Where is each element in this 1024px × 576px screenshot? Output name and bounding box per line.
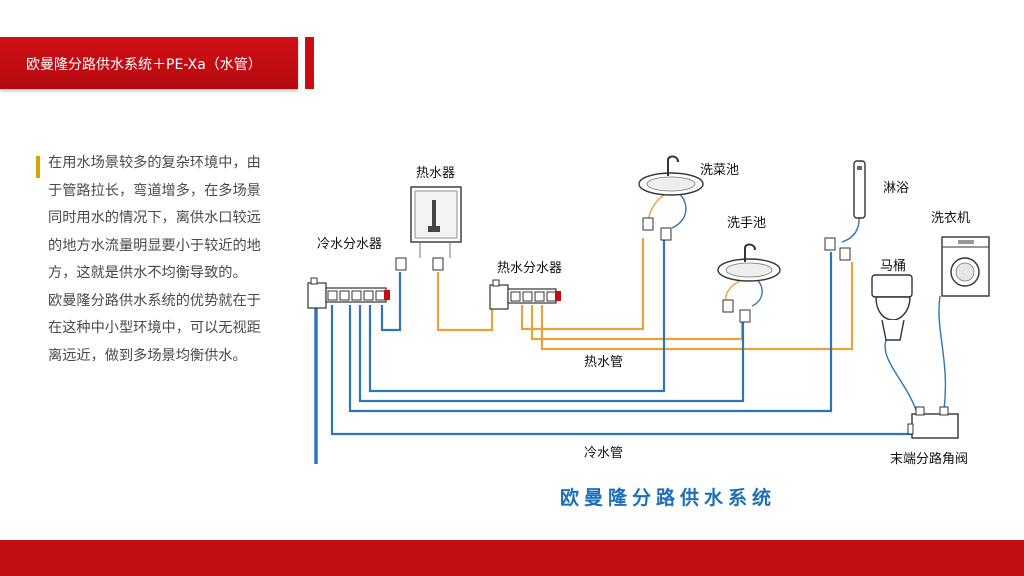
- hand-basin-icon: [717, 243, 781, 323]
- cold-pipe-kitchen-sink: [368, 238, 666, 393]
- label-cold-manifold: 冷水分水器: [317, 237, 382, 252]
- cold-water-manifold: [307, 277, 390, 309]
- hot-water-manifold: [489, 279, 561, 310]
- label-toilet: 马桶: [880, 259, 906, 274]
- label-kitchen-sink: 洗菜池: [700, 163, 739, 178]
- page-title: 欧曼隆分路供水系统＋PE-Xa（水管）: [26, 57, 262, 73]
- label-water-heater: 热水器: [416, 166, 455, 181]
- hot-pipe-hand-basin: [530, 305, 744, 341]
- diagram-title: 欧曼隆分路供水系统: [560, 486, 776, 509]
- water-heater-icon: [395, 186, 462, 271]
- label-cold-pipe: 冷水管: [584, 446, 623, 461]
- toilet-icon: [871, 274, 913, 341]
- hose-toilet: [884, 339, 917, 411]
- description-paragraph-1: 在用水场景较多的复杂环境中，由于管路拉长，弯道增多，在多场景同时用水的情况下，离…: [48, 155, 261, 281]
- washing-machine-icon: [941, 236, 990, 297]
- hot-pipe-shower: [540, 262, 854, 351]
- header-bar: 欧曼隆分路供水系统＋PE-Xa（水管）: [0, 37, 298, 89]
- hose-washing-machine: [938, 295, 947, 411]
- shower-icon: [824, 160, 866, 261]
- label-hot-manifold: 热水分水器: [497, 261, 562, 276]
- heater-to-hot-manifold-pipe: [436, 272, 494, 332]
- paragraph-marker: [36, 156, 40, 178]
- cold-water-pipes: [314, 238, 914, 464]
- description-text: 在用水场景较多的复杂环境中，由于管路拉长，弯道增多，在多场景同时用水的情况下，离…: [48, 150, 273, 370]
- label-end-valve: 末端分路角阀: [890, 451, 968, 467]
- cold-pipe-water-heater: [380, 272, 402, 332]
- hose-basin-faucet: [751, 277, 763, 307]
- cold-pipe-hand-basin: [358, 305, 745, 403]
- description-paragraph-2: 欧曼隆分路供水系统的优势就在于在这种中小型环境中，可以无视距离远近，做到多场景均…: [48, 292, 261, 364]
- label-hot-pipe: 热水管: [584, 355, 623, 370]
- end-angle-valve-icon: [907, 406, 959, 439]
- hose-kitchen-faucet: [671, 189, 687, 229]
- cold-pipe-shower: [348, 252, 833, 413]
- label-shower: 淋浴: [883, 181, 909, 196]
- header-accent-block: [305, 37, 314, 89]
- kitchen-sink-icon: [638, 155, 704, 241]
- hot-pipe-kitchen-sink: [520, 238, 645, 331]
- label-washing-machine: 洗衣机: [931, 210, 970, 226]
- label-hand-basin: 洗手池: [727, 216, 766, 231]
- footer-bar: [0, 540, 1024, 576]
